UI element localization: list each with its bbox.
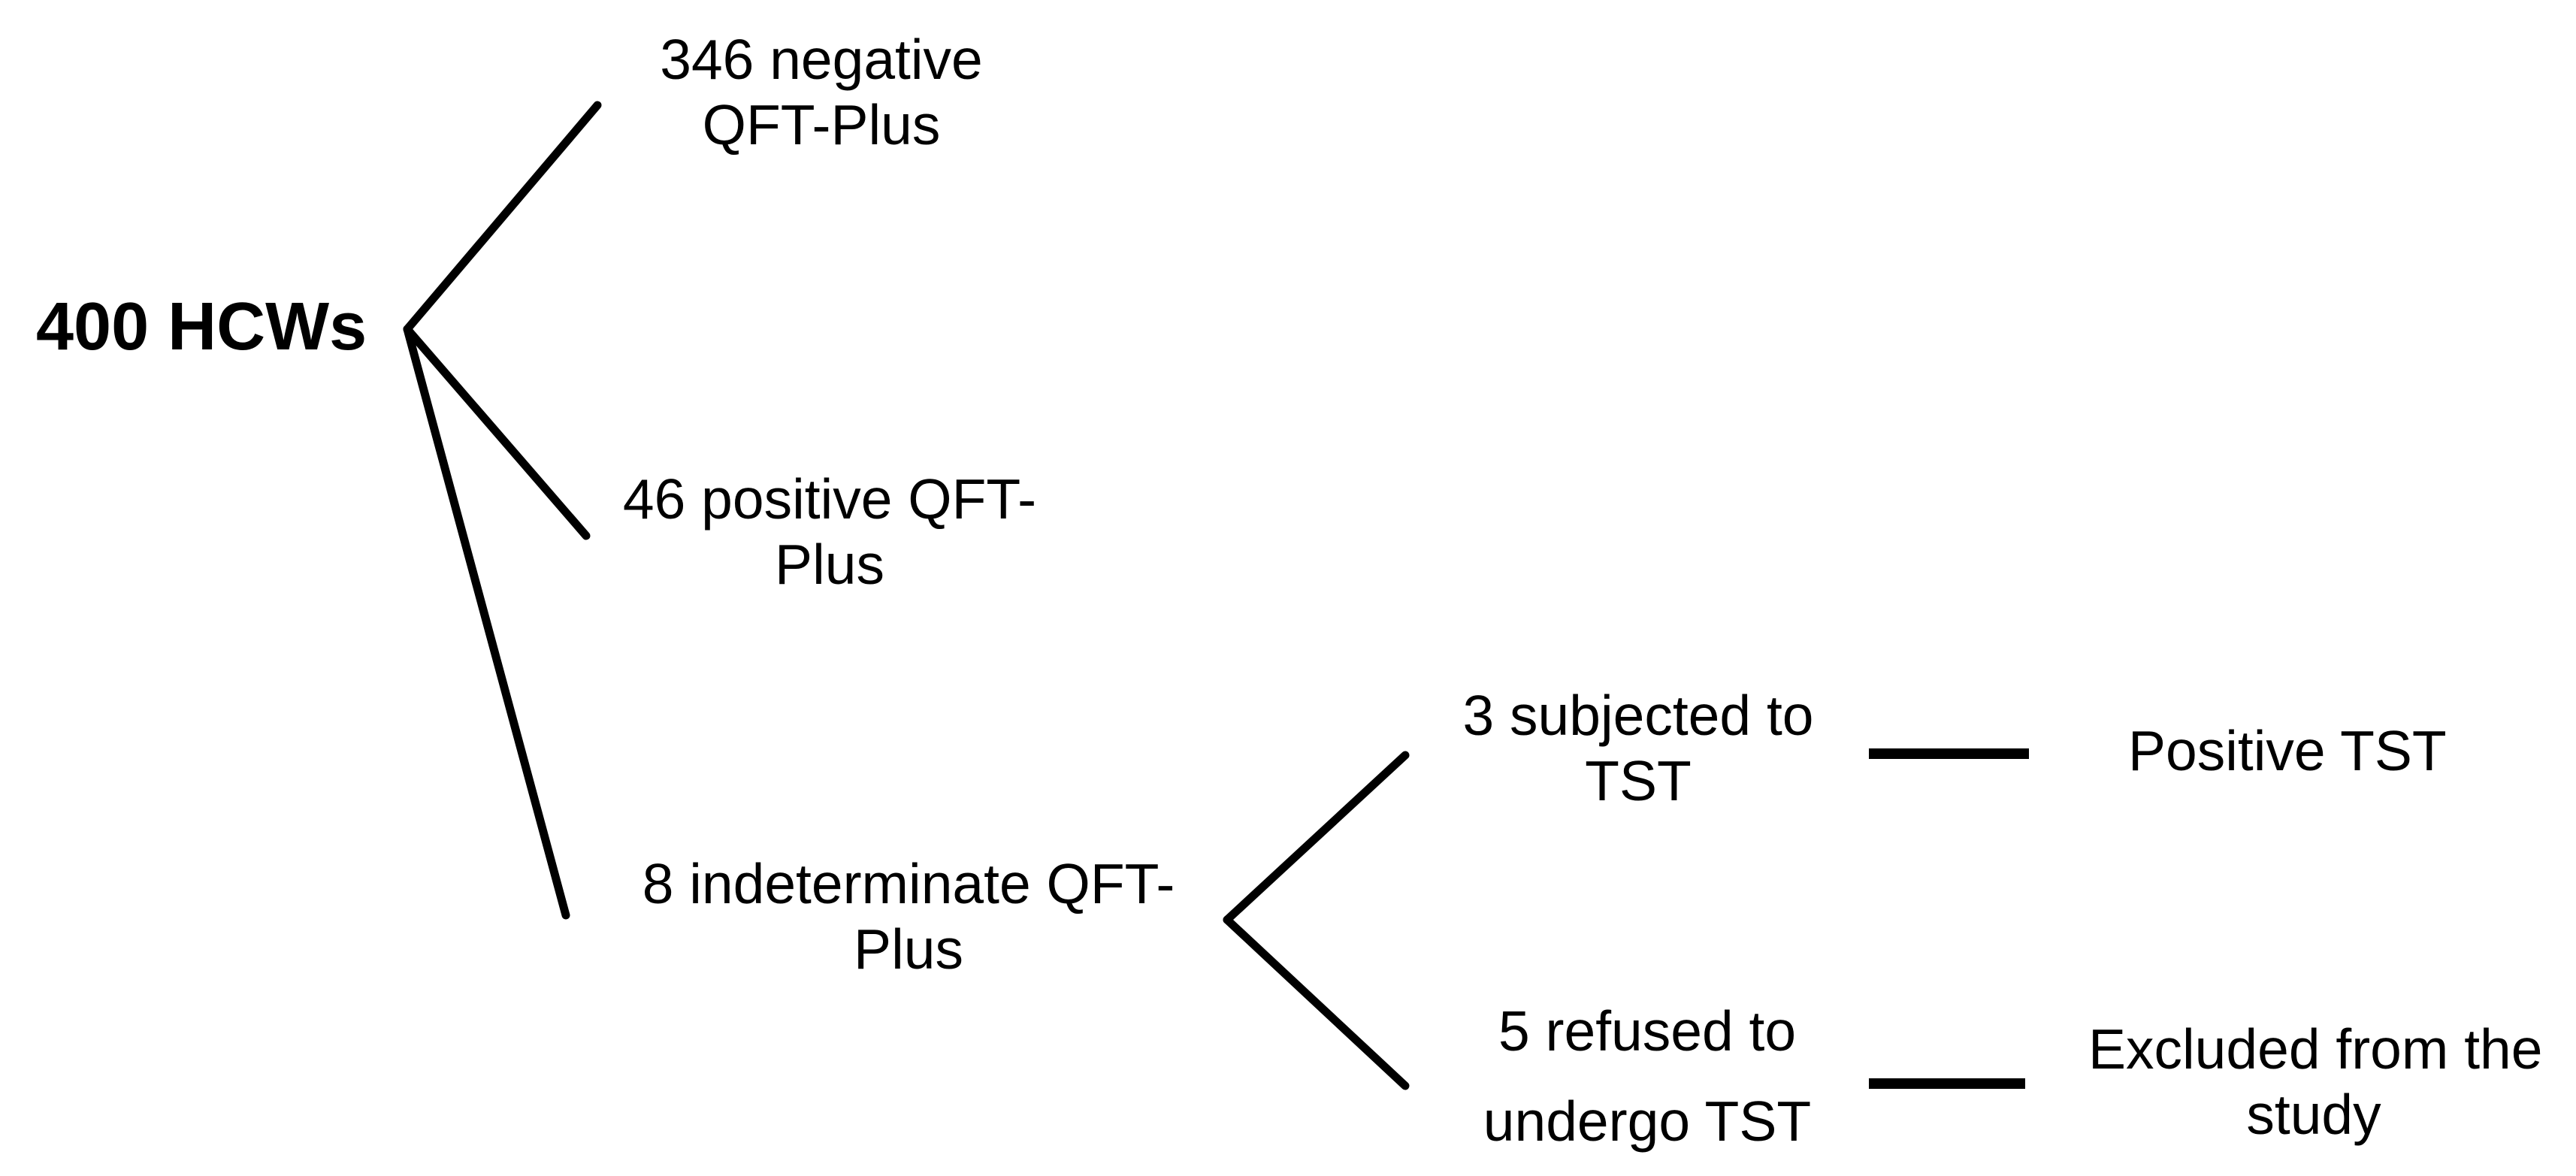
- node-excluded-line2: study: [2246, 1083, 2381, 1146]
- node-346-negative-line2: QFT-Plus: [702, 93, 941, 156]
- node-5-refused-line1: 5 refused to: [1498, 999, 1797, 1063]
- node-5-refused-to-undergo-tst: 5 refused to undergo TST: [1422, 986, 1873, 1166]
- node-346-negative-qft-plus: 346 negative QFT-Plus: [596, 27, 1047, 158]
- node-46-positive-line1: 46 positive QFT-: [622, 467, 1037, 531]
- edge-root-to-positive: [403, 325, 591, 540]
- node-8-indeterminate-line1: 8 indeterminate QFT-: [642, 852, 1175, 915]
- node-46-positive-line2: Plus: [775, 533, 884, 596]
- node-8-indeterminate-line2: Plus: [854, 918, 963, 981]
- edge-indeterminate-to-subjected: [1223, 751, 1410, 924]
- node-excluded-line1: Excluded from the: [2088, 1017, 2543, 1081]
- node-46-positive-qft-plus: 46 positive QFT- Plus: [604, 467, 1055, 597]
- node-346-negative-line1: 346 negative: [660, 28, 983, 91]
- edge-indeterminate-to-refused: [1223, 915, 1410, 1090]
- node-3-subjected-line1: 3 subjected to: [1462, 684, 1814, 747]
- node-positive-tst-label: Positive TST: [2128, 719, 2447, 782]
- edge-root-to-indeterminate: [403, 325, 570, 920]
- node-positive-tst: Positive TST: [2128, 718, 2447, 784]
- edge-root-to-negative: [403, 101, 602, 334]
- node-400-hcws-label: 400 HCWs: [36, 289, 367, 364]
- node-400-hcws: 400 HCWs: [36, 293, 367, 361]
- node-3-subjected-to-tst: 3 subjected to TST: [1413, 683, 1864, 814]
- node-8-indeterminate-qft-plus: 8 indeterminate QFT- Plus: [608, 851, 1209, 982]
- node-excluded-from-study: Excluded from the study: [2088, 1017, 2543, 1147]
- node-5-refused-line2: undergo TST: [1483, 1090, 1812, 1153]
- node-3-subjected-line2: TST: [1585, 749, 1692, 812]
